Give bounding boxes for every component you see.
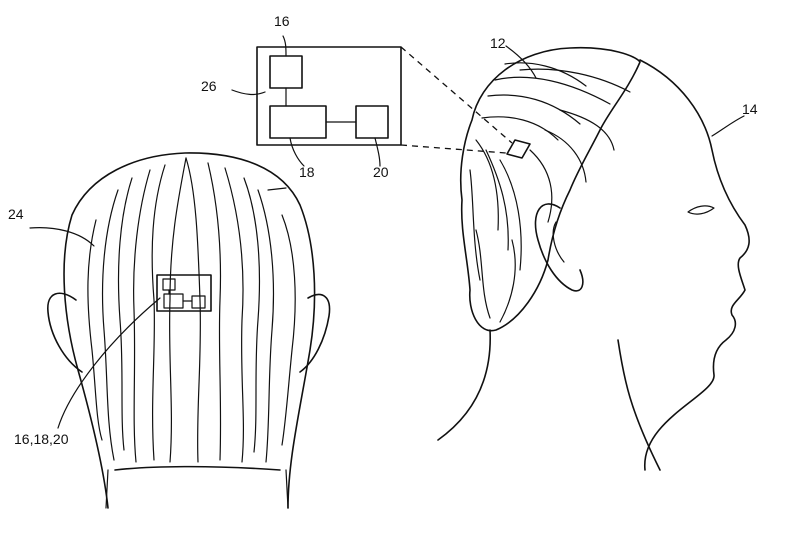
side-profile: [437, 45, 750, 471]
ear-side: [534, 203, 584, 292]
detail-housing-26: [256, 46, 402, 146]
label-20: 20: [373, 164, 389, 180]
leader-24: [29, 227, 95, 247]
projection-line-top: [400, 46, 513, 144]
label-16-18-20: 16,18,20: [14, 431, 69, 447]
hair-strands-back: [87, 157, 296, 463]
implant-module-16-small: [162, 278, 176, 291]
module-16: [269, 55, 303, 89]
leader-12: [505, 45, 537, 79]
leader-hair-back: [267, 187, 287, 191]
leader-16-18-20: [57, 297, 161, 429]
projection-line-bottom: [400, 144, 507, 154]
label-16: 16: [274, 13, 290, 29]
label-12: 12: [490, 35, 506, 51]
module-18: [269, 105, 327, 139]
implant-module-20-small: [191, 295, 206, 309]
neck-right: [285, 469, 289, 509]
implant-device-side: [506, 139, 531, 159]
implant-device-back: [156, 274, 212, 312]
label-14: 14: [742, 101, 758, 117]
leader-26: [231, 89, 266, 96]
back-of-head: [29, 152, 331, 509]
module-20: [355, 105, 389, 139]
neck-back-side: [437, 329, 491, 441]
label-26: 26: [201, 78, 217, 94]
right-ear: [299, 293, 331, 373]
face-profile: [639, 59, 750, 471]
neck-front-side: [617, 339, 661, 471]
ear-inner: [552, 221, 565, 263]
reference-numerals: 16 12 14 26 18 20 24 16,18,20: [8, 13, 758, 447]
implant-module-18-small: [163, 293, 184, 309]
leader-18: [289, 137, 305, 167]
neck-left: [105, 469, 109, 509]
neckline: [114, 465, 281, 471]
hair-strands-side: [469, 62, 631, 323]
leader-20: [374, 137, 381, 167]
leader-16: [282, 35, 287, 57]
label-24: 24: [8, 206, 24, 222]
head-outline-back: [63, 152, 316, 509]
leader-14: [711, 115, 745, 137]
enlarged-detail: [231, 35, 513, 167]
label-18: 18: [299, 164, 315, 180]
implant-housing-back: [156, 274, 212, 312]
hair-outline-side: [459, 46, 641, 332]
left-ear: [47, 292, 83, 373]
eye: [687, 205, 715, 215]
